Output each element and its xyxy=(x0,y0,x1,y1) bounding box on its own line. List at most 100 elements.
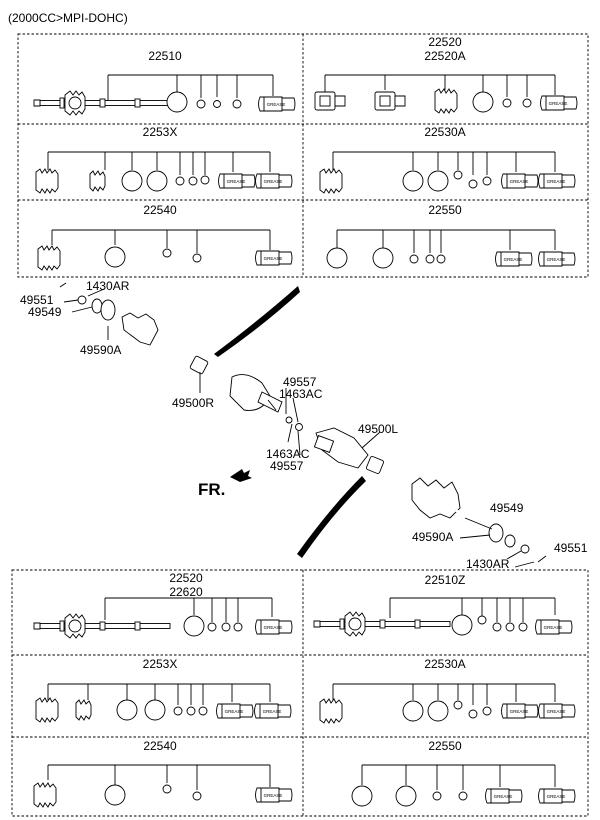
ring-1463ac-icon xyxy=(295,423,303,431)
top-cell-b-clip-icon xyxy=(522,98,532,108)
bottom-cell-b-shaft-icon xyxy=(313,611,451,637)
bottom-cell-b-ring-icon xyxy=(451,614,473,636)
bottom-cell-b-code: 22510Z xyxy=(425,573,466,587)
top-cell-d-code: 22530A xyxy=(424,125,465,139)
svg-text:GREASE: GREASE xyxy=(547,179,566,184)
top-cell-e-ring-icon xyxy=(104,246,126,268)
top-cell-b-boot-icon xyxy=(434,88,458,114)
sweep-arc-upper xyxy=(214,286,300,357)
bottom-cell-f-code: 22550 xyxy=(428,739,462,753)
svg-text:GREASE: GREASE xyxy=(264,256,283,261)
drive-shaft-assembly: FR. 1430AR 49551 49549 49590A 49500R 495… xyxy=(20,279,588,571)
bottom-cell-d-clip-icon xyxy=(482,706,492,716)
svg-text:GREASE: GREASE xyxy=(263,709,282,714)
bottom-cell-f-grease-icon: GREASE xyxy=(538,788,576,804)
seal-49549-bottom-icon xyxy=(504,534,516,548)
top-cell-f-ring-icon xyxy=(326,247,348,269)
bottom-cell-c-code: 2253X xyxy=(143,657,178,671)
top-cell-c-ring-icon xyxy=(121,170,143,192)
sweep-arc-lower xyxy=(297,476,366,558)
clip-1430ar-bottom-icon xyxy=(537,555,547,563)
bottom-cell-a-grease-icon: GREASE xyxy=(255,619,293,635)
bottom-cell-d-grease-icon: GREASE xyxy=(538,703,576,719)
bottom-cell-f-clip-icon xyxy=(432,791,442,801)
bottom-cell-d-ring-icon xyxy=(427,700,449,722)
callout-seal-90a-top: 49590A xyxy=(80,343,121,357)
seal-49551-top-icon xyxy=(77,295,87,305)
top-cell-b-joint-icon xyxy=(374,91,406,111)
bottom-cell-b-clip-icon xyxy=(518,622,528,632)
top-cell-c-ring-icon xyxy=(146,170,168,192)
seal-49590a-bottom-icon xyxy=(488,523,504,543)
right-shaft-assembly xyxy=(121,312,283,413)
seal-49551-bottom-icon xyxy=(520,544,530,554)
callout-clip-right-bottom: 1430AR xyxy=(466,557,510,571)
bottom-cell-b-clip-icon xyxy=(477,615,487,625)
top-cell-d-grease-icon: GREASE xyxy=(538,173,576,189)
bottom-cell-b-clip-icon xyxy=(505,622,515,632)
bottom-cell-d-boot-icon xyxy=(319,698,343,724)
bottom-cell-e-grease-icon: GREASE xyxy=(255,787,293,803)
top-cell-c-clip-icon xyxy=(175,176,185,186)
svg-text:GREASE: GREASE xyxy=(267,102,286,107)
svg-text:GREASE: GREASE xyxy=(547,709,566,714)
bottom-cell-e-code: 22540 xyxy=(143,739,177,753)
svg-text:GREASE: GREASE xyxy=(547,257,566,262)
bottom-cell-d-clip-icon xyxy=(468,709,478,719)
bottom-cell-a-clip-icon xyxy=(207,622,217,632)
bottom-cell-a-alt-code: 22620 xyxy=(169,585,203,599)
top-cell-d-ring-icon xyxy=(427,170,449,192)
svg-text:GREASE: GREASE xyxy=(225,709,244,714)
bottom-cell-f-ring-icon xyxy=(395,785,417,807)
callout-seal-51-top: 49551 xyxy=(20,293,54,307)
bottom-cell-a-code: 22520 xyxy=(169,571,203,585)
left-shaft-assembly xyxy=(313,427,481,524)
bottom-cell-d-clip-icon xyxy=(453,700,463,710)
svg-text:GREASE: GREASE xyxy=(227,179,246,184)
callout-shaft-right: 49500R xyxy=(172,396,214,410)
svg-text:GREASE: GREASE xyxy=(264,625,283,630)
bottom-cell-c-clip-icon xyxy=(186,706,196,716)
bottom-cell-a-clip-icon xyxy=(233,622,243,632)
svg-text:GREASE: GREASE xyxy=(494,794,513,799)
bottom-cell-e-ring-icon xyxy=(104,784,126,806)
top-cell-d-clip-icon xyxy=(453,170,463,180)
bottom-cell-d-code: 22530A xyxy=(424,657,465,671)
top-kit-table: 22510 GREASE 22520 22520A GREASE 2253X G… xyxy=(17,33,589,278)
top-cell-f-clip-icon xyxy=(425,254,435,264)
clip-1430ar-top-icon xyxy=(59,282,67,288)
bottom-cell-a-ring-icon xyxy=(183,615,205,637)
svg-text:GREASE: GREASE xyxy=(264,793,283,798)
top-cell-e-clip-icon xyxy=(192,253,202,263)
top-cell-c-clip-icon xyxy=(188,176,198,186)
bottom-cell-c-clip-icon xyxy=(173,706,183,716)
top-cell-b-alt-code: 22520A xyxy=(424,49,465,63)
top-cell-d-ring-icon xyxy=(402,170,424,192)
callout-clip-right-top: 1430AR xyxy=(86,279,130,293)
top-cell-a-shaft-icon xyxy=(33,90,171,116)
top-cell-f-code: 22550 xyxy=(428,203,462,217)
bottom-cell-f-ring-icon xyxy=(351,785,373,807)
top-cell-b-joint-icon xyxy=(314,91,346,111)
bottom-cell-c-ring-icon xyxy=(116,699,138,721)
bottom-cell-a-clip-icon xyxy=(221,622,231,632)
callout-seal-49-top: 49549 xyxy=(28,305,62,319)
top-cell-d-clip-icon xyxy=(482,176,492,186)
bottom-cell-b-grease-icon: GREASE xyxy=(535,619,573,635)
top-cell-c-grease-icon: GREASE xyxy=(255,173,293,189)
bottom-cell-c-ring-icon xyxy=(144,699,166,721)
bottom-cell-e-clip-icon xyxy=(162,784,172,794)
top-cell-c-grease-icon: GREASE xyxy=(218,173,256,189)
top-cell-d-grease-icon: GREASE xyxy=(501,173,539,189)
seal-49590a-top-icon xyxy=(100,299,116,321)
bottom-cell-d-ring-icon xyxy=(402,700,424,722)
top-cell-c-clip-icon xyxy=(200,175,210,185)
bottom-cell-c-clip-icon xyxy=(198,706,208,716)
callout-seal-49-bottom: 49549 xyxy=(490,501,524,515)
top-cell-b-grease-icon: GREASE xyxy=(540,95,578,111)
svg-text:GREASE: GREASE xyxy=(547,794,566,799)
callout-ring-1463-top: 1463AC xyxy=(279,387,323,401)
seal-49549-top-icon xyxy=(91,298,103,314)
bottom-cell-e-boot-icon xyxy=(33,782,57,808)
